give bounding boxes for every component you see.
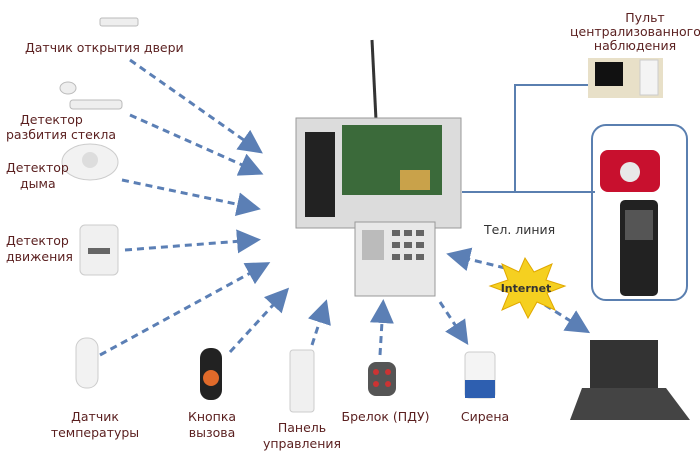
label-control-panel-1: Панель — [277, 420, 327, 435]
label-smoke-detector-1: Детектор — [6, 160, 69, 175]
label-siren: Сирена — [460, 409, 510, 424]
label-internet: Internet — [500, 282, 552, 295]
arrow-smoke-detector — [121, 178, 261, 217]
glass-detector-image — [59, 81, 123, 110]
keyfob-image — [368, 362, 396, 396]
label-monitoring-2: централизованного — [570, 24, 700, 39]
label-motion-detector-2: движения — [6, 249, 73, 264]
arrow-control-panel — [308, 299, 331, 346]
label-motion-detector-1: Детектор — [6, 233, 69, 248]
siren-image — [464, 351, 496, 399]
control-unit-image — [295, 39, 462, 297]
label-glass-detector-2: разбития стекла — [6, 127, 117, 142]
wireless-arrows — [99, 58, 591, 357]
mobile-phone-image — [620, 200, 658, 296]
laptop-image — [570, 340, 690, 420]
monitoring-computer-image — [588, 58, 663, 98]
label-call-button-2: вызова — [188, 425, 236, 440]
control-panel-image — [289, 349, 315, 413]
arrow-glass-detector — [129, 113, 264, 176]
smoke-detector-image — [61, 143, 119, 181]
label-monitoring-1: Пульт — [625, 10, 665, 25]
arrow-internet-laptop — [544, 303, 591, 334]
label-glass-detector-1: Детектор — [20, 112, 83, 127]
arrow-internet-unit — [446, 247, 506, 271]
temp-sensor-image — [75, 337, 99, 389]
label-keyfob: Брелок (ПДУ) — [341, 409, 430, 424]
label-temp-sensor-2: температуры — [50, 425, 140, 440]
motion-detector-image — [79, 224, 119, 276]
arrow-door-sensor — [129, 58, 263, 154]
label-monitoring-3: наблюдения — [593, 38, 677, 53]
arrow-motion-detector — [124, 229, 261, 254]
arrow-call-button — [228, 287, 290, 354]
label-door-sensor: Датчик открытия двери — [25, 40, 184, 55]
desk-phone-image — [600, 150, 660, 192]
phone-line-wires — [462, 84, 688, 301]
arrow-keyfob — [369, 299, 394, 356]
door-sensor-image — [99, 17, 139, 27]
arrow-temp-sensor — [99, 262, 271, 357]
call-button-image — [200, 348, 222, 400]
internet-star — [488, 256, 567, 320]
label-smoke-detector-2: дыма — [20, 176, 56, 191]
label-temp-sensor-1: Датчик — [71, 409, 119, 424]
arrow-siren — [438, 301, 469, 346]
label-control-panel-2: управления — [262, 436, 342, 451]
label-phone-line: Тел. линия — [484, 222, 556, 237]
label-call-button-1: Кнопка — [187, 409, 237, 424]
